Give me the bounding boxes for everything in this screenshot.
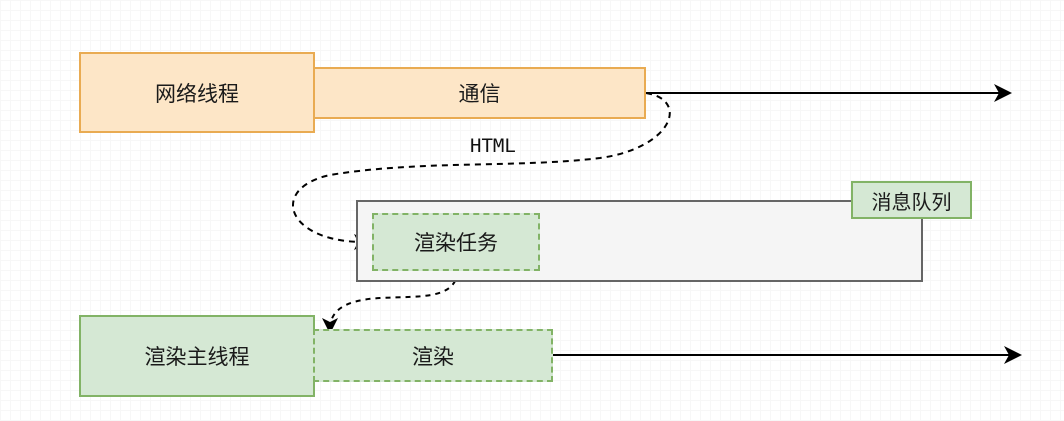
communication-box: 通信 — [313, 67, 646, 119]
render-box: 渲染 — [313, 329, 553, 382]
main-timeline-arrowhead — [1004, 346, 1022, 364]
communication-label: 通信 — [458, 82, 501, 106]
render-task-box: 渲染任务 — [372, 213, 540, 271]
network-thread-box: 网络线程 — [79, 52, 315, 133]
network-thread-label: 网络线程 — [155, 81, 239, 106]
render-main-thread-label: 渲染主线程 — [144, 345, 250, 369]
message-queue-tag: 消息队列 — [851, 181, 972, 219]
render-label: 渲染 — [412, 344, 454, 369]
network-timeline-arrowhead — [994, 84, 1012, 102]
message-queue-label: 消息队列 — [871, 189, 952, 214]
render-main-thread-box: 渲染主线程 — [79, 315, 315, 397]
render-task-to-main-arrowhead — [322, 318, 338, 334]
html-edge-label: HTML — [470, 135, 516, 157]
render-task-to-main-connector — [329, 270, 459, 327]
render-task-label: 渲染任务 — [414, 231, 498, 255]
